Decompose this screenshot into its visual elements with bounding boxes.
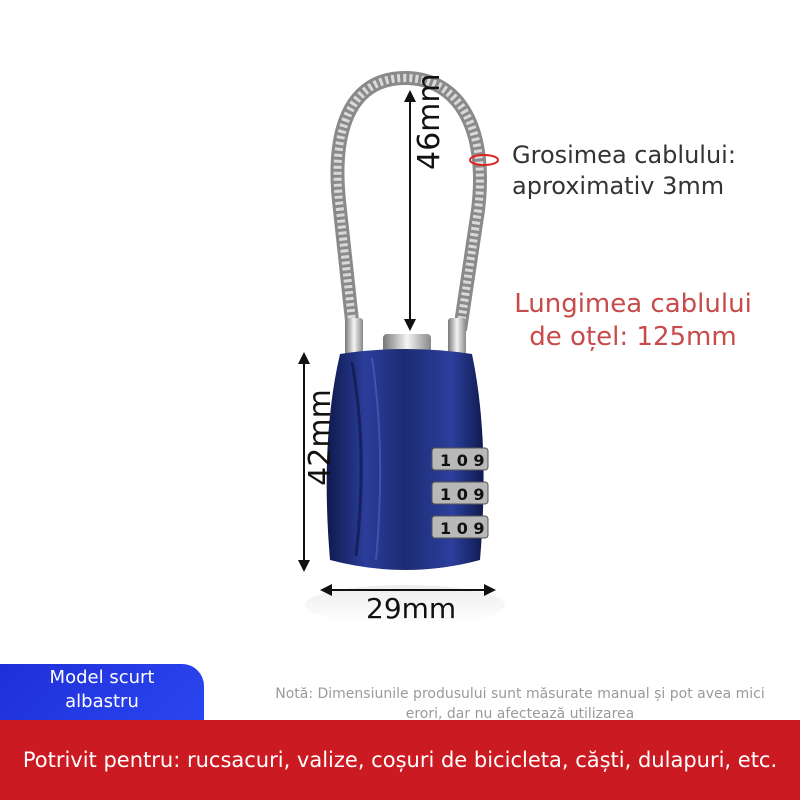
- body-width-label: 29mm: [366, 592, 457, 625]
- model-badge-line2: albastru: [65, 691, 139, 712]
- arrow-29mm-left: [320, 584, 332, 596]
- arrow-29mm-right: [484, 584, 496, 596]
- measurement-disclaimer: Notă: Dimensiunile produsului sunt măsur…: [240, 684, 800, 724]
- lock-body: [326, 349, 484, 570]
- cable-length-note: Lungimea cablului de oțel: 125mm: [508, 288, 758, 354]
- dial-2-digits: 1 0 9: [440, 485, 485, 504]
- usage-footer-banner: Potrivit pentru: rucsacuri, valize, coșu…: [0, 720, 800, 800]
- cable-length-line1: Lungimea cablului: [514, 289, 752, 319]
- model-badge-line1: Model scurt: [49, 667, 155, 688]
- disclaimer-line2: erori, dar nu afectează utilizarea: [405, 706, 635, 722]
- body-groove-left: [350, 361, 363, 557]
- steel-cable-strands: [333, 73, 484, 331]
- cable-thickness-line2: aproximativ 3mm: [512, 172, 725, 200]
- steel-cable: [330, 70, 487, 332]
- dial-2: [431, 481, 489, 505]
- dimension-arrows: [298, 90, 496, 596]
- dial-3: [431, 515, 489, 539]
- shackle-height-label: 46mm: [412, 73, 447, 170]
- reflection-shadow: [305, 585, 505, 625]
- arrow-46mm-bottom: [404, 319, 416, 331]
- combination-dials: 1 0 9 1 0 9 1 0 9: [431, 447, 489, 539]
- disclaimer-line1: Notă: Dimensiunile produsului sunt măsur…: [275, 686, 765, 702]
- dial-1: [431, 447, 489, 471]
- cable-thickness-note: Grosimea cablului: aproximativ 3mm: [512, 140, 736, 202]
- cable-length-line2: de oțel: 125mm: [529, 322, 737, 352]
- body-groove-right: [371, 357, 382, 561]
- cable-thickness-line1: Grosimea cablului:: [512, 141, 736, 169]
- left-cable-ferrule: [345, 318, 363, 362]
- arrow-42mm-top: [298, 352, 310, 364]
- model-badge: Model scurt albastru: [0, 664, 204, 720]
- arrow-42mm-bottom: [298, 560, 310, 572]
- right-cable-ferrule: [448, 318, 466, 362]
- dial-1-digits: 1 0 9: [440, 451, 485, 470]
- usage-footer-text: Potrivit pentru: rucsacuri, valize, coșu…: [22, 748, 778, 772]
- body-height-label: 42mm: [302, 389, 338, 486]
- dial-3-digits: 1 0 9: [440, 519, 485, 538]
- arrow-46mm-top: [404, 90, 416, 102]
- cable-thickness-marker: [469, 154, 499, 166]
